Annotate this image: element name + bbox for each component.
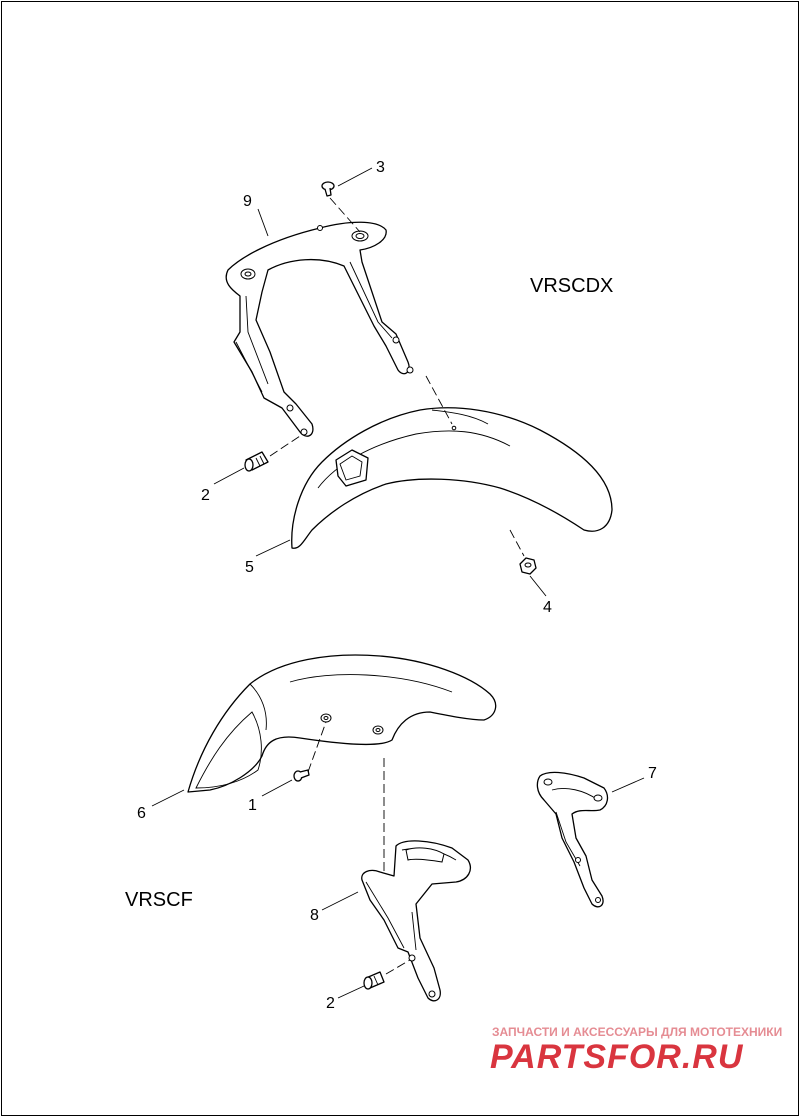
fender-bracket-9 bbox=[225, 221, 414, 437]
leader-5 bbox=[255, 539, 291, 557]
assembly-line-5 bbox=[425, 375, 453, 425]
nut-4 bbox=[519, 557, 537, 575]
front-fender-5 bbox=[291, 407, 613, 549]
screw-3 bbox=[321, 181, 335, 197]
assembly-line-1 bbox=[307, 721, 327, 773]
callout-2-top: 2 bbox=[201, 487, 210, 504]
assembly-line-2-top bbox=[269, 435, 301, 457]
leader-6 bbox=[151, 789, 185, 807]
callout-4: 4 bbox=[543, 599, 552, 616]
assembly-line-4 bbox=[509, 529, 525, 557]
bracket-7 bbox=[536, 771, 609, 908]
leader-9 bbox=[257, 208, 269, 237]
leader-2-bottom bbox=[337, 985, 365, 999]
model-label-vrscdx: VRSCDX bbox=[530, 275, 613, 297]
bolt-2-bottom bbox=[363, 971, 385, 990]
watermark-brand: PARTSFOR.RU bbox=[490, 1038, 744, 1076]
callout-7: 7 bbox=[648, 765, 657, 782]
callout-9: 9 bbox=[243, 193, 252, 210]
assembly-line-2-bottom bbox=[385, 959, 411, 975]
model-label-vrscf: VRSCF bbox=[125, 889, 193, 911]
bracket-8 bbox=[361, 840, 471, 1002]
callout-8: 8 bbox=[310, 907, 319, 924]
leader-1 bbox=[261, 779, 293, 797]
leader-3 bbox=[337, 167, 373, 187]
leader-8 bbox=[321, 891, 359, 911]
bolt-2-top bbox=[244, 451, 269, 472]
screw-1 bbox=[293, 769, 310, 782]
leader-2-top bbox=[213, 467, 245, 485]
front-fender-6 bbox=[187, 654, 497, 793]
callout-3: 3 bbox=[376, 159, 385, 176]
callout-2-bottom: 2 bbox=[326, 995, 335, 1012]
assembly-line-3 bbox=[329, 197, 361, 233]
callout-5: 5 bbox=[245, 559, 254, 576]
leader-4 bbox=[529, 575, 547, 597]
watermark-tagline: ЗАПЧАСТИ И АКСЕССУАРЫ ДЛЯ МОТОТЕХНИКИ bbox=[492, 1025, 782, 1039]
callout-1: 1 bbox=[248, 797, 257, 814]
leader-7 bbox=[611, 777, 645, 793]
callout-6: 6 bbox=[137, 805, 146, 822]
